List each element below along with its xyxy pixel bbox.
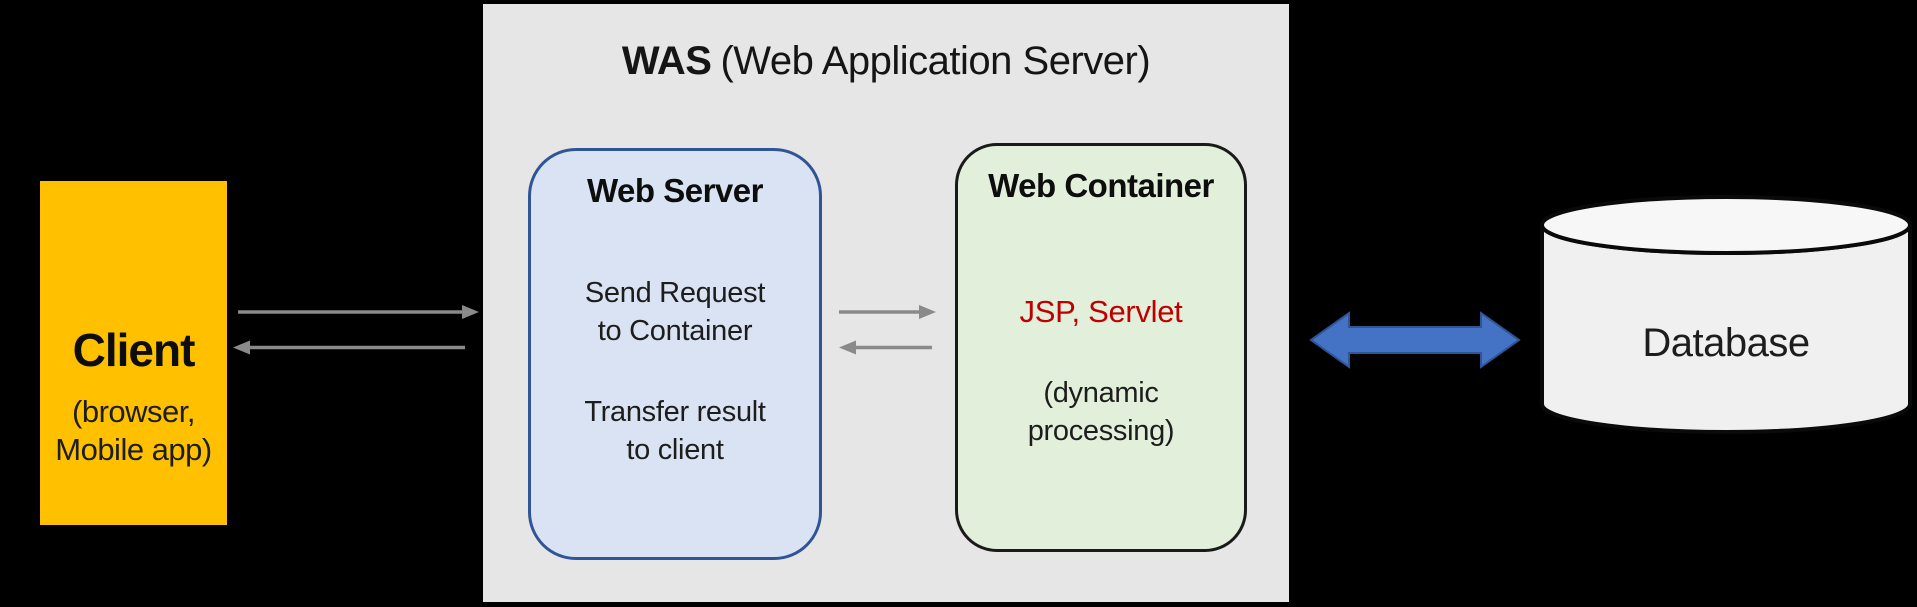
web-container-text-line: processing)	[1027, 415, 1175, 447]
client-subtitle: (browser, Mobile app)	[40, 393, 227, 469]
web-container-title: Web Container	[988, 167, 1214, 204]
web-container-text-line: (dynamic	[1043, 377, 1159, 409]
client-to-was-arrow-right-icon	[238, 305, 479, 319]
web-container-box: Web Container JSP, Servlet (dynamic proc…	[955, 143, 1247, 552]
web-server-title: Web Server	[587, 172, 763, 209]
was-database-double-arrow-icon	[1309, 311, 1521, 369]
web-server-text-send-request: Send Request to Container	[531, 274, 819, 350]
database-cylinder-top	[1540, 195, 1912, 255]
client-subtitle-line: (browser,	[72, 394, 195, 429]
web-container-jsp-servlet-text: JSP, Servlet	[1019, 294, 1183, 329]
was-panel-title: WAS(Web Application Server)	[483, 38, 1289, 84]
web-server-text-line: Send Request	[584, 277, 766, 309]
web-server-text-transfer-result: Transfer result to client	[531, 393, 819, 469]
was-title-acronym: WAS	[621, 39, 712, 83]
web-server-text-line: to client	[626, 434, 724, 466]
web-server-box: Web Server Send Request to Container Tra…	[528, 148, 822, 560]
database-label: Database	[1642, 321, 1810, 365]
server-to-container-arrow-right-icon	[839, 305, 936, 319]
client-subtitle-line: Mobile app)	[55, 432, 212, 467]
container-to-server-arrow-left-icon	[839, 340, 932, 355]
was-panel: WAS(Web Application Server) Web Server S…	[483, 4, 1289, 602]
client-title: Client	[72, 324, 196, 376]
web-server-text-line: to Container	[597, 315, 753, 347]
database-cylinder-icon	[1540, 195, 1912, 434]
web-container-dynamic-processing-text: (dynamic processing)	[958, 374, 1244, 450]
was-to-client-arrow-left-icon	[233, 340, 465, 355]
web-server-text-line: Transfer result	[584, 396, 766, 428]
was-title-expansion: (Web Application Server)	[720, 39, 1151, 83]
client-box: Client (browser, Mobile app)	[40, 181, 227, 525]
